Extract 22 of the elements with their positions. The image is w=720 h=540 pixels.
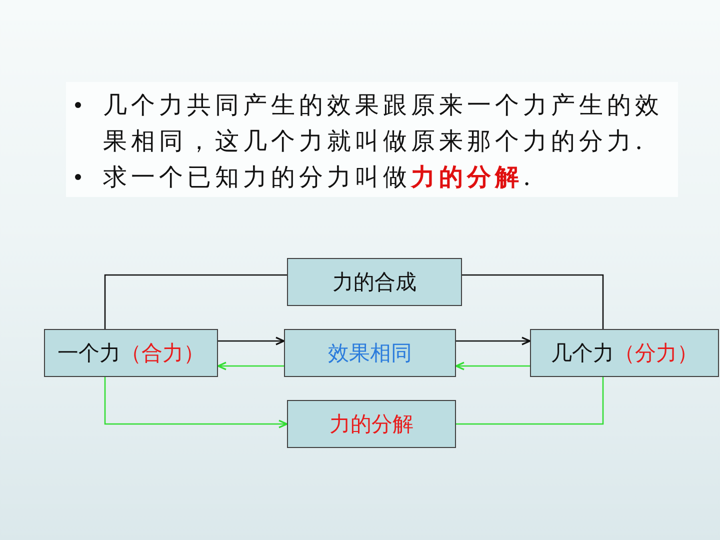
bullet-text: 求一个已知力的分力叫做力的分解. [103, 162, 536, 193]
concept-box [287, 258, 462, 306]
connector-line [462, 274, 604, 329]
box-label: 力的合成 [332, 269, 416, 295]
concept-box [530, 329, 719, 377]
connector-line [456, 377, 604, 425]
box-label: 效果相同 [328, 340, 412, 366]
connector-line [104, 274, 287, 329]
concept-box [287, 400, 456, 448]
concept-box [44, 329, 218, 377]
box-label: 一个力 [58, 340, 120, 366]
box-note: （分力） [614, 340, 698, 366]
concept-box [284, 329, 456, 377]
arrow [104, 377, 288, 428]
box-label: 几个力 [551, 340, 614, 366]
arrow [455, 362, 530, 370]
arrow [217, 362, 284, 370]
arrow [456, 336, 531, 346]
bullet-text: 几个力共同产生的效果跟原来一个力产生的效果相同，这几个力就叫做原来那个力的分力. [103, 90, 664, 157]
arrow [218, 336, 285, 346]
box-label: 力的分解 [330, 411, 414, 437]
box-note: （合力） [120, 340, 204, 366]
